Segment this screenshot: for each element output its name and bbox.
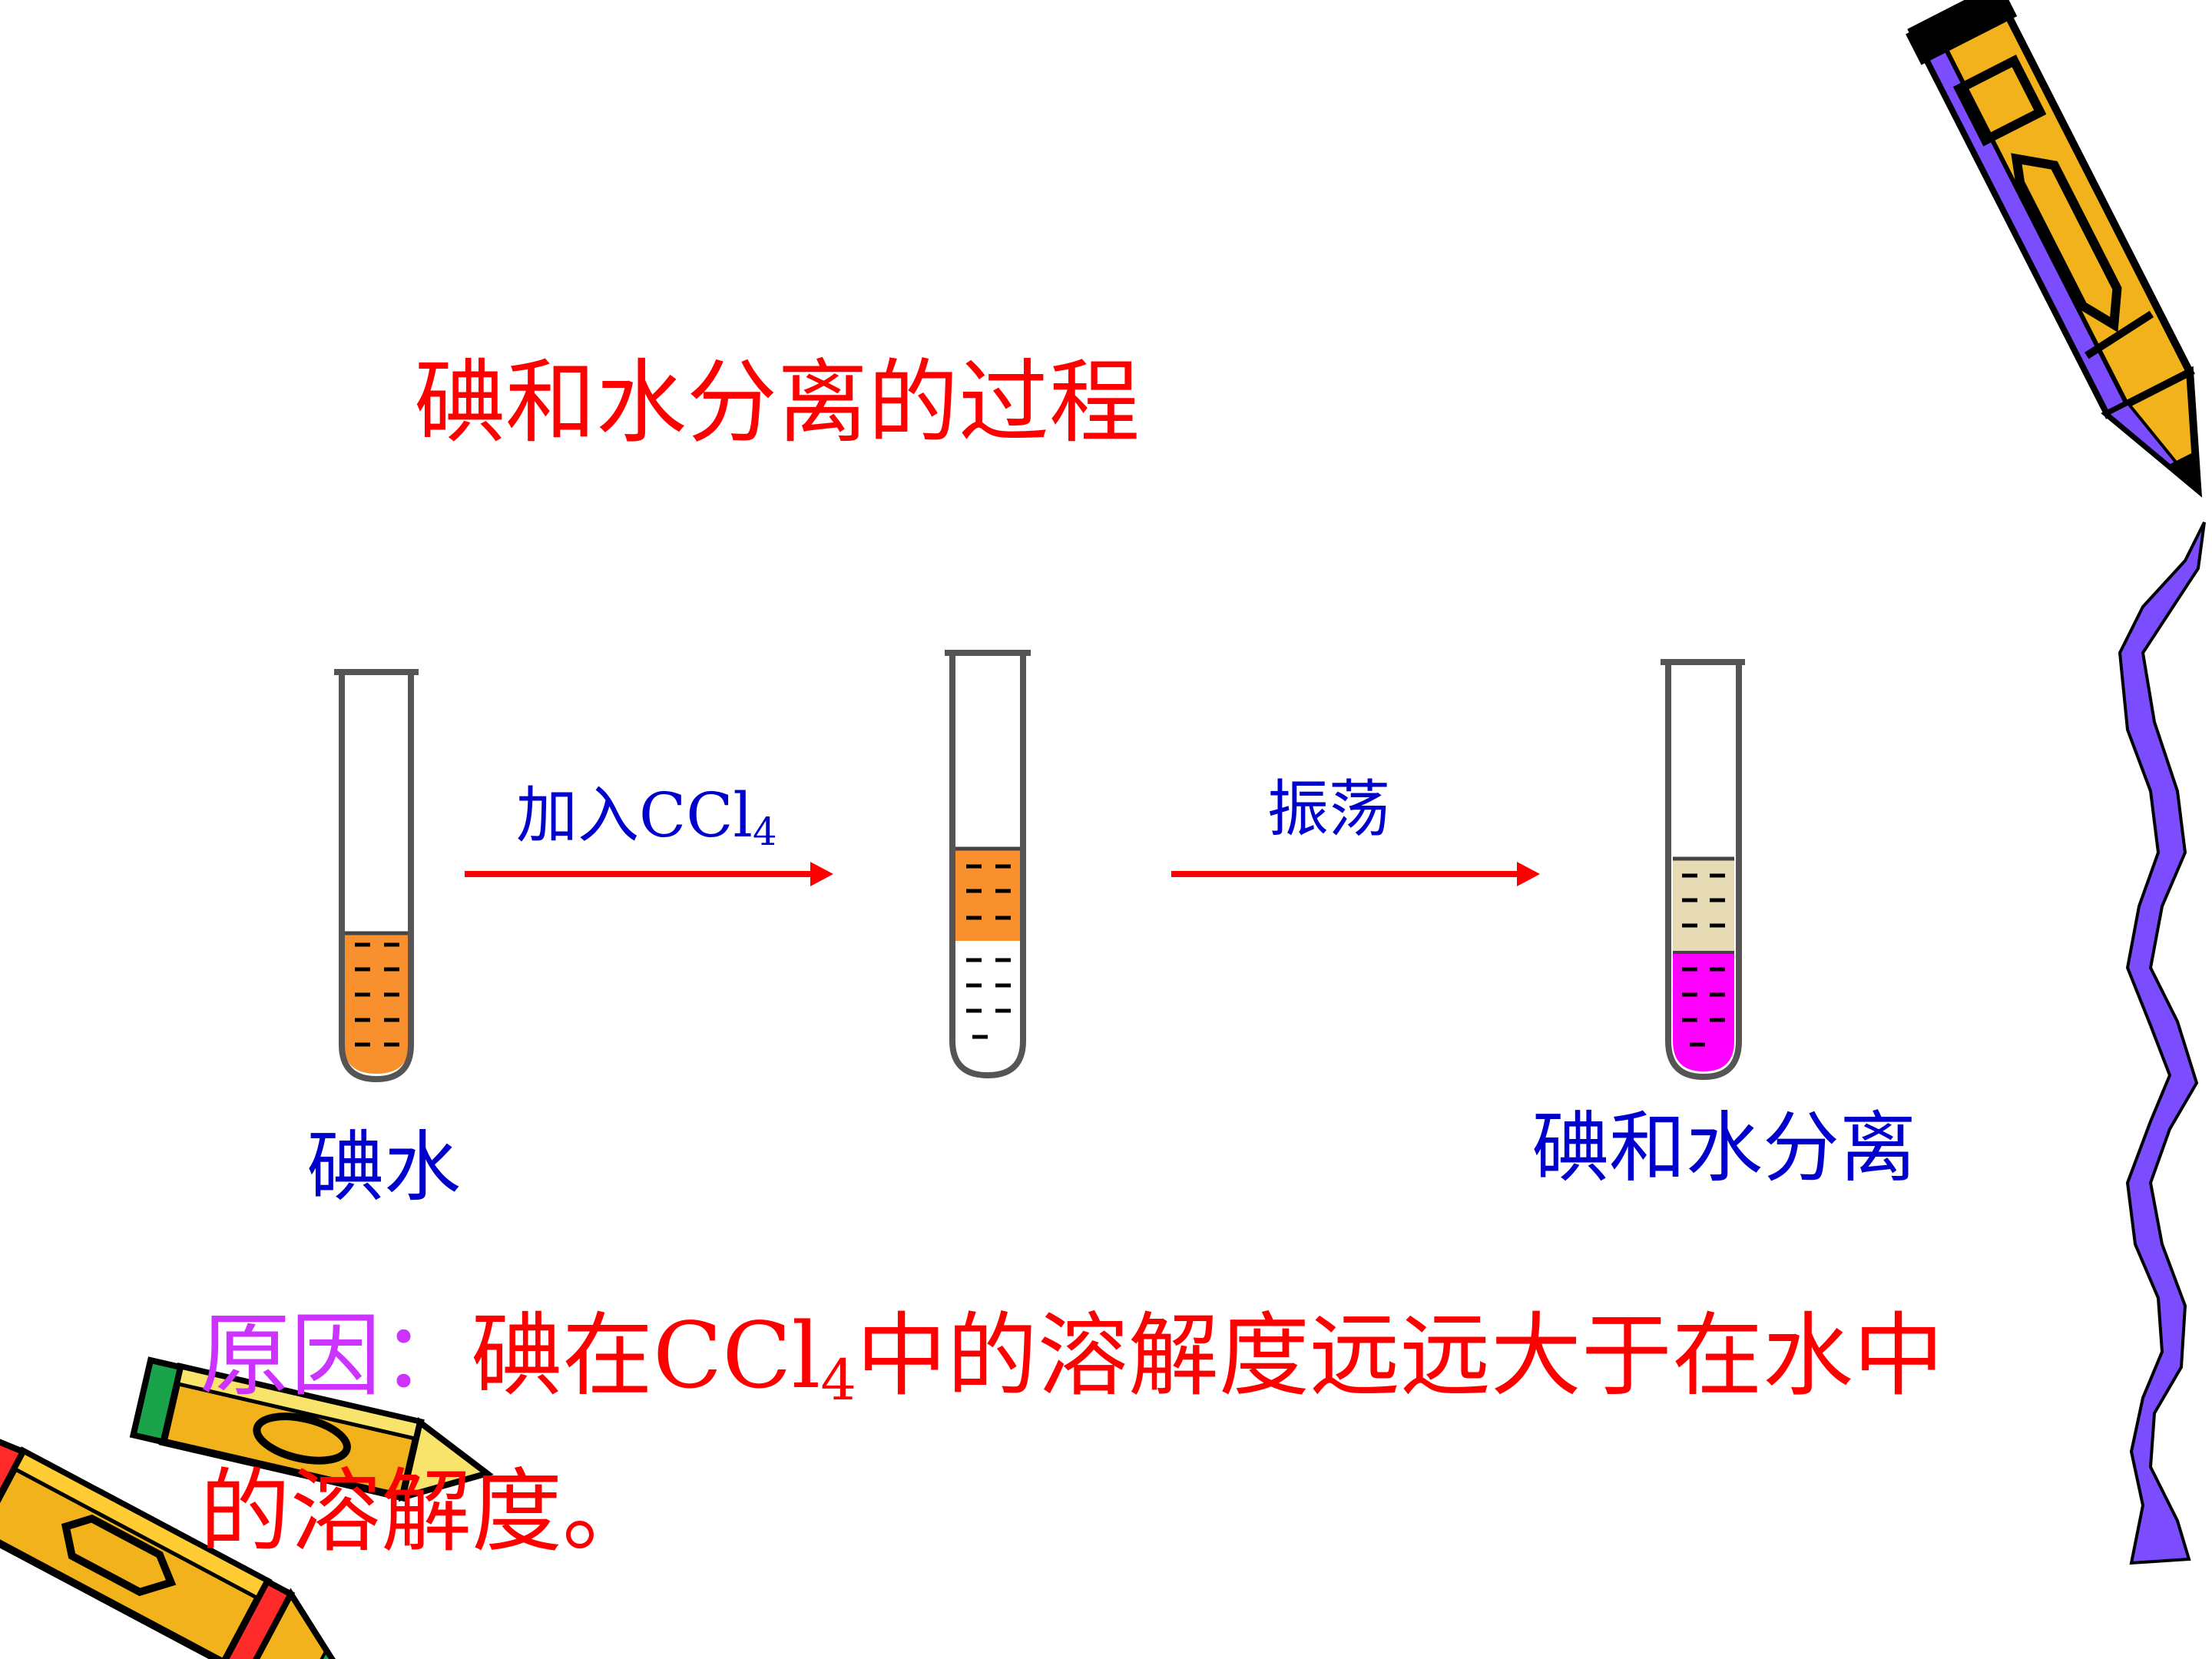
arrow-add-ccl4 [465,862,833,886]
test-tube-iodine-water [334,669,419,1083]
test-tube-separated [1661,659,1745,1081]
pencil-icon [1906,0,2203,498]
step-add-ccl4-label: 加入CCl4 [516,782,777,853]
step-shake-label: 振荡 [1267,773,1390,845]
reason-part2: 中的溶解度远远大于在水中的溶解度。 [200,1303,1944,1565]
tube-iodine-water-label: 碘水 [307,1122,461,1212]
test-tube-with-ccl4 [945,650,1031,1079]
pencils-cluster-icon [0,1356,494,1659]
step-add-ccl4-subscript: 4 [753,809,777,854]
tube-separated-label: 碘和水分离 [1532,1103,1916,1193]
slide-title: 碘和水分离的过程 [415,349,1141,455]
reason-subscript: 4 [820,1348,856,1414]
reason-prefix: 原因： [200,1303,472,1409]
reason-text: 原因：碘在CCl4中的溶解度远远大于在水中的溶解度。 [200,1290,2028,1577]
border-ribbon [2118,522,2206,1565]
step-add-ccl4-text: 加入CCl [516,780,753,851]
arrow-shake [1171,862,1540,886]
reason-part1: 碘在CCl [472,1303,821,1409]
